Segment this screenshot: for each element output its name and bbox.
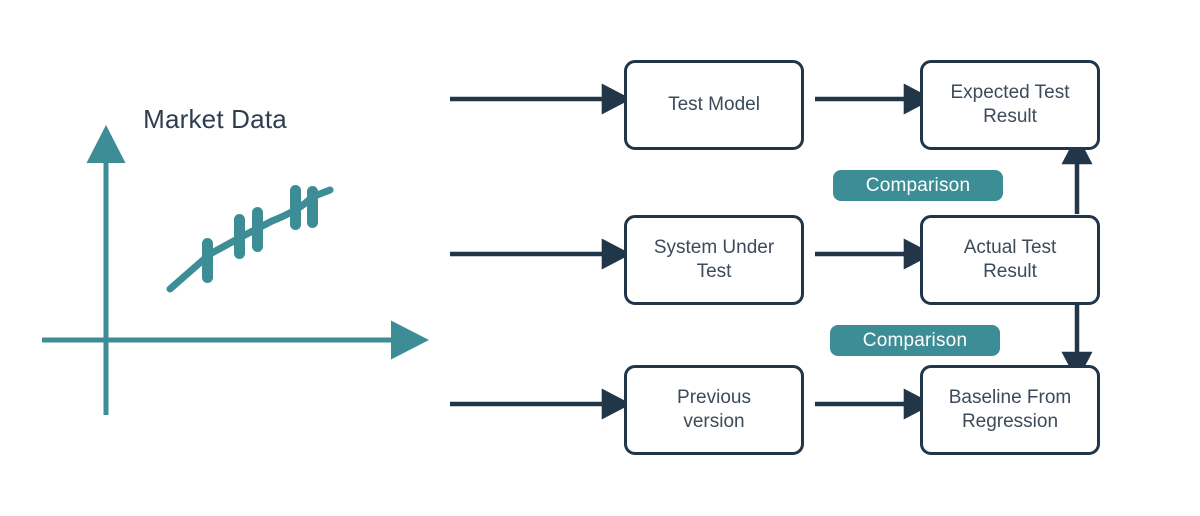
node-system-under-test-label: System Under Test	[654, 236, 774, 284]
market-data-title: Market Data	[143, 104, 287, 134]
node-actual-test-result[interactable]: Actual Test Result	[920, 215, 1100, 305]
node-previous-version-line2: version	[683, 411, 745, 432]
node-system-under-test-line1: System Under	[653, 237, 775, 259]
node-expected-test-result[interactable]: Expected Test Result	[920, 60, 1100, 150]
node-system-under-test-line2: Test	[696, 261, 732, 282]
node-actual-test-result-line2: Result	[983, 261, 1037, 282]
chart-candlestick-bars	[202, 185, 318, 283]
node-baseline-from-regression-label: Baseline From Regression	[949, 386, 1072, 434]
market-data-chart-illustration	[42, 125, 429, 415]
node-expected-test-result-line1: Expected Test	[950, 82, 1070, 104]
node-test-model[interactable]: Test Model	[624, 60, 804, 150]
node-baseline-from-regression-line1: Baseline From	[948, 387, 1072, 409]
node-baseline-from-regression-line2: Regression	[961, 411, 1059, 432]
node-expected-test-result-label: Expected Test Result	[950, 81, 1069, 129]
node-system-under-test[interactable]: System Under Test	[624, 215, 804, 305]
node-actual-test-result-label: Actual Test Result	[964, 236, 1057, 284]
badge-comparison-top[interactable]: Comparison	[833, 170, 1003, 201]
node-test-model-label: Test Model	[668, 94, 760, 116]
node-previous-version-label: Previous version	[677, 386, 751, 434]
badge-comparison-bottom-label: Comparison	[862, 329, 968, 351]
badge-comparison-top-label: Comparison	[865, 174, 971, 196]
node-previous-version[interactable]: Previous version	[624, 365, 804, 455]
market-data-panel: Market Data	[0, 0, 440, 516]
node-expected-test-result-line2: Result	[983, 106, 1037, 127]
badge-comparison-bottom[interactable]: Comparison	[830, 325, 1000, 356]
node-previous-version-line1: Previous	[677, 387, 751, 409]
node-baseline-from-regression[interactable]: Baseline From Regression	[920, 365, 1100, 455]
node-actual-test-result-line1: Actual Test	[963, 237, 1057, 259]
